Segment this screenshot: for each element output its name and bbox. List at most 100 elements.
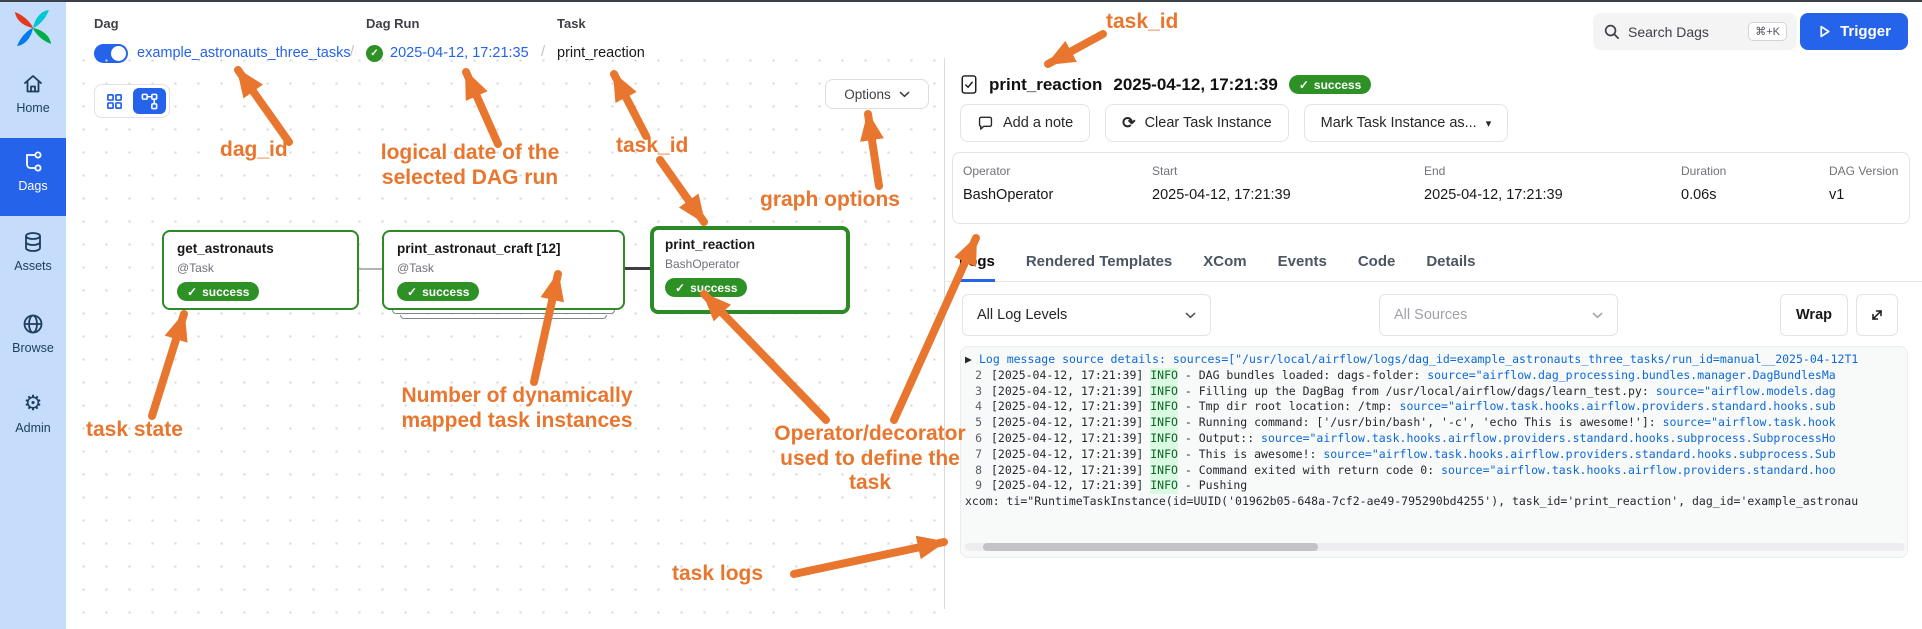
log-line: 3[2025-04-12, 17:21:39] INFO - Filling u… [961, 383, 1907, 400]
log-message: - Running command: ['/usr/bin/bash', '-c… [1177, 415, 1663, 430]
task-node-subtitle: @Task [177, 261, 214, 275]
task-node-get-astronauts[interactable]: get_astronauts @Task ✓success [162, 230, 359, 310]
wrap-button[interactable]: Wrap [1780, 294, 1848, 336]
log-level: INFO [1150, 367, 1178, 384]
info-label: DAG Version [1829, 164, 1899, 178]
tab-code[interactable]: Code [1357, 253, 1396, 270]
log-source-select[interactable]: All Sources [1379, 294, 1618, 336]
task-node-title: get_astronauts [177, 241, 274, 256]
grid-view-button[interactable] [98, 88, 131, 114]
chevron-down-icon [899, 91, 910, 97]
annotation-task-id-top: task_id [1106, 10, 1179, 33]
log-level: INFO [1150, 399, 1178, 416]
log-line: 6[2025-04-12, 17:21:39] INFO - Output:: … [961, 430, 1907, 447]
log-level: INFO [1150, 446, 1178, 463]
log-xcom-text: xcom: ti="RuntimeTaskInstance(id=UUID('0… [965, 494, 1859, 509]
sidebar-item-assets[interactable]: Assets [0, 230, 66, 273]
trigger-button[interactable]: Trigger [1800, 13, 1908, 50]
play-icon [1820, 25, 1830, 38]
log-source-link[interactable]: Log message source details: sources=["/u… [979, 352, 1859, 366]
task-instance-title: print_reaction [989, 74, 1103, 94]
log-source-link[interactable]: source="airflow.task.hook [1662, 415, 1836, 430]
log-timestamp: [2025-04-12, 17:21:39] [991, 399, 1151, 414]
tabs-divider [944, 281, 1922, 282]
task-document-icon [961, 75, 977, 94]
edge-get-astronauts-to-print-astronaut-craft [359, 268, 382, 270]
sidebar-item-admin[interactable]: ⚙ Admin [0, 392, 66, 435]
sidebar-item-home[interactable]: Home [0, 72, 66, 115]
log-timestamp: [2025-04-12, 17:21:39] [991, 430, 1151, 445]
log-message: - Tmp dir root location: /tmp: [1177, 399, 1400, 414]
breadcrumb-task-label: Task [557, 16, 586, 31]
mapped-task-stack-line [400, 315, 607, 319]
log-timestamp: [2025-04-12, 17:21:39] [991, 415, 1151, 430]
log-line-number: 7 [975, 446, 982, 461]
log-horizontal-scrollbar[interactable] [965, 543, 1905, 551]
wrap-label: Wrap [1796, 307, 1832, 323]
log-level: INFO [1150, 430, 1178, 447]
info-label: End [1424, 164, 1446, 178]
clear-task-instance-button[interactable]: ⟳ Clear Task Instance [1105, 104, 1289, 142]
sidebar-item-label: Assets [14, 259, 52, 273]
log-line-number: 2 [975, 367, 982, 382]
chevron-down-icon [1592, 312, 1603, 318]
info-value-dag-version: v1 [1829, 187, 1845, 203]
tab-events[interactable]: Events [1277, 253, 1327, 270]
graph-view-button[interactable] [133, 88, 166, 114]
add-note-button[interactable]: Add a note [960, 104, 1091, 142]
sidebar-item-browse[interactable]: Browse [0, 312, 66, 355]
task-node-print-astronaut-craft[interactable]: print_astronaut_craft [12] @Task ✓succes… [382, 230, 625, 310]
airflow-logo[interactable] [13, 8, 53, 48]
log-source-link[interactable]: source="airflow.task.hooks.airflow.provi… [1441, 462, 1836, 477]
fullscreen-button[interactable] [1856, 294, 1898, 336]
sidebar-item-label: Browse [12, 341, 54, 355]
graph-options-button[interactable]: Options [825, 79, 929, 109]
breadcrumb-dagrun-date[interactable]: 2025-04-12, 17:21:35 [390, 45, 529, 61]
log-message: - Output:: [1177, 430, 1262, 445]
log-source-link[interactable]: source="airflow.models.dag [1655, 383, 1836, 398]
log-line-xcom: xcom: ti="RuntimeTaskInstance(id=UUID('0… [961, 494, 1907, 510]
tab-rendered-templates[interactable]: Rendered Templates [1025, 253, 1173, 270]
expand-caret-icon[interactable]: ▶ [965, 352, 972, 366]
log-timestamp: [2025-04-12, 17:21:39] [991, 446, 1151, 461]
log-level-value: All Log Levels [977, 307, 1068, 323]
tab-details[interactable]: Details [1426, 253, 1476, 270]
info-value-start: 2025-04-12, 17:21:39 [1152, 187, 1291, 203]
info-value-end: 2025-04-12, 17:21:39 [1424, 187, 1563, 203]
task-node-print-reaction[interactable]: print_reaction BashOperator ✓success [650, 226, 850, 314]
log-source-link[interactable]: source="airflow.task.hooks.airflow.provi… [1323, 446, 1836, 461]
mark-task-instance-button[interactable]: Mark Task Instance as... ▾ [1303, 104, 1509, 142]
sidebar-item-dags[interactable]: Dags [0, 138, 66, 216]
log-source-link[interactable]: source="airflow.dag_processing.bundles.m… [1427, 367, 1836, 382]
tab-xcom[interactable]: XCom [1203, 253, 1247, 270]
log-level: INFO [1150, 383, 1178, 400]
info-value-duration: 0.06s [1681, 187, 1717, 203]
log-line: 7 [2025-04-12, 17:21:39] INFO - This is a… [961, 446, 1907, 463]
breadcrumb-dag-name[interactable]: example_astronauts_three_tasks [137, 45, 351, 61]
scrollbar-thumb[interactable] [983, 543, 1318, 551]
toggle-knob [111, 46, 126, 61]
info-label: Start [1152, 164, 1178, 178]
breadcrumb-task-name: print_reaction [557, 45, 645, 61]
log-viewer[interactable]: ▶ Log message source details: sources=["/… [960, 346, 1908, 558]
panel-divider[interactable] [944, 58, 945, 609]
arrow-task-id-top [1044, 30, 1107, 68]
dag-graph-canvas[interactable] [66, 58, 944, 629]
search-placeholder: Search Dags [1628, 23, 1709, 40]
mapped-task-stack-line [392, 310, 615, 314]
log-source-link[interactable]: source="airflow.task.hooks.airflow.provi… [1261, 430, 1836, 445]
graph-icon [141, 93, 158, 109]
edge-print-astronaut-craft-to-print-reaction [625, 267, 650, 270]
log-source-link[interactable]: source="airflow.task.hooks.airflow.provi… [1399, 399, 1836, 414]
task-instance-timestamp: 2025-04-12, 17:21:39 [1113, 74, 1278, 94]
info-label: Duration [1681, 164, 1727, 178]
tab-logs[interactable]: Logs [959, 253, 995, 282]
trigger-label: Trigger [1840, 23, 1891, 40]
task-instance-tabs: Logs Rendered Templates XCom Events Code… [959, 253, 1476, 282]
log-level-select[interactable]: All Log Levels [962, 294, 1211, 336]
note-icon [978, 116, 993, 130]
home-icon [24, 75, 42, 93]
log-message: - This is awesome!: [1177, 446, 1324, 461]
search-input[interactable]: Search Dags ⌘+K [1593, 13, 1797, 50]
